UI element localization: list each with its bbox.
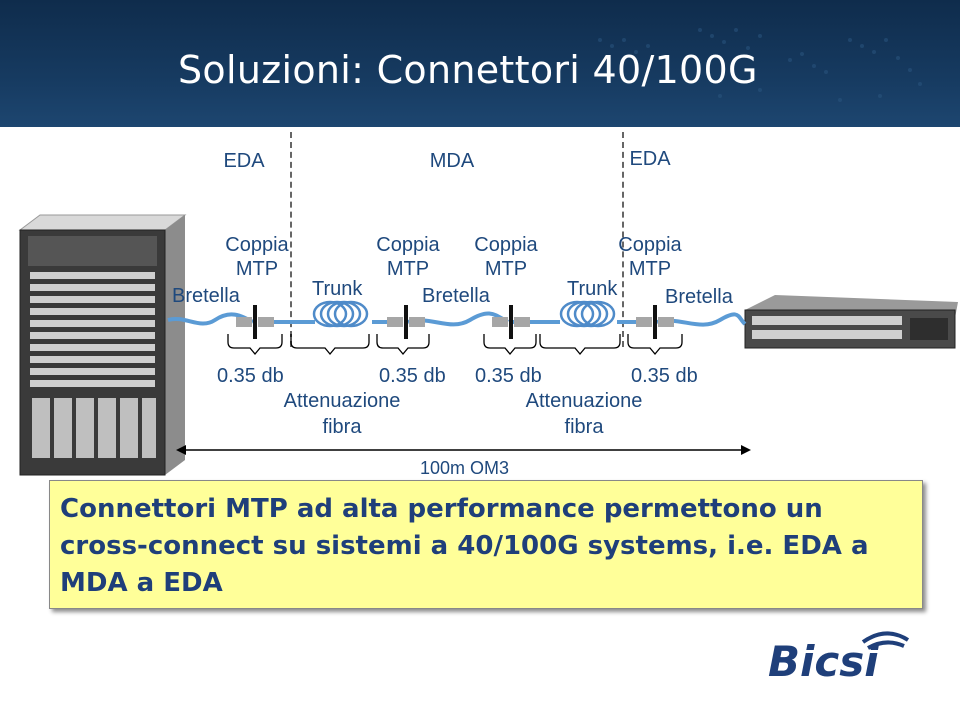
loss-label-2: 0.35 db [379, 365, 446, 387]
loss-bracket-2 [376, 334, 430, 356]
distance-arrow [176, 445, 751, 455]
label-bretella-right: Bretella [665, 286, 733, 308]
zone-divider-left [290, 132, 292, 347]
zone-label-mda: MDA [429, 150, 475, 172]
label-coppia-mtp-3: Coppia MTP [474, 234, 538, 280]
fiber-bracket-2 [539, 334, 621, 356]
label-coppia-mtp-2: Coppia MTP [376, 234, 440, 280]
bicsi-logo-mark: Bicsi [768, 631, 910, 686]
fiber-attenuation-label-2: Attenuazione fibra [525, 390, 643, 438]
zone-divider-right [622, 132, 624, 347]
loss-label-1: 0.35 db [217, 365, 284, 387]
label-coppia-mtp-1: Coppia MTP [225, 234, 289, 280]
zone-label-eda-right: EDA [629, 148, 671, 170]
loss-bracket-1 [227, 334, 283, 356]
loss-label-4: 0.35 db [631, 365, 698, 387]
distance-label: 100m OM3 [420, 458, 510, 478]
mtp-connector-pair-2 [387, 305, 425, 339]
label-coppia-mtp-4: Coppia MTP [618, 234, 682, 280]
mtp-connector-pair-4 [636, 305, 674, 339]
title-bar: Soluzioni: Connettori 40/100G [0, 0, 960, 127]
trunk-coil-1 [312, 300, 369, 328]
trunk-coil-2 [559, 300, 616, 328]
callout-box: Connettori MTP ad alta performance perme… [49, 480, 923, 609]
loss-bracket-4 [627, 334, 683, 356]
patch-cord-left [167, 312, 254, 326]
label-trunk-1: Trunk [312, 278, 363, 300]
chassis-switch-image [18, 214, 187, 476]
fiber-bracket-1 [290, 334, 370, 356]
mtp-connector-pair-1 [236, 305, 274, 339]
loss-bracket-3 [483, 334, 537, 356]
bicsi-logo: Bicsi [768, 630, 918, 687]
page-title: Soluzioni: Connettori 40/100G [178, 48, 758, 92]
bicsi-logo-text: Bicsi [768, 637, 879, 682]
loss-label-3: 0.35 db [475, 365, 542, 387]
label-bretella-left: Bretella [172, 285, 240, 307]
patch-cord-mid [407, 311, 509, 327]
fiber-attenuation-label-1: Attenuazione fibra [283, 390, 401, 438]
label-trunk-2: Trunk [567, 278, 618, 300]
callout-text: Connettori MTP ad alta performance perme… [60, 494, 869, 598]
zone-label-eda-left: EDA [223, 150, 265, 172]
rack-switch-image [744, 295, 958, 349]
patch-cord-right [656, 312, 747, 327]
world-map-background [598, 28, 922, 102]
mtp-connector-pair-3 [492, 305, 530, 339]
label-bretella-mid: Bretella [422, 285, 490, 307]
